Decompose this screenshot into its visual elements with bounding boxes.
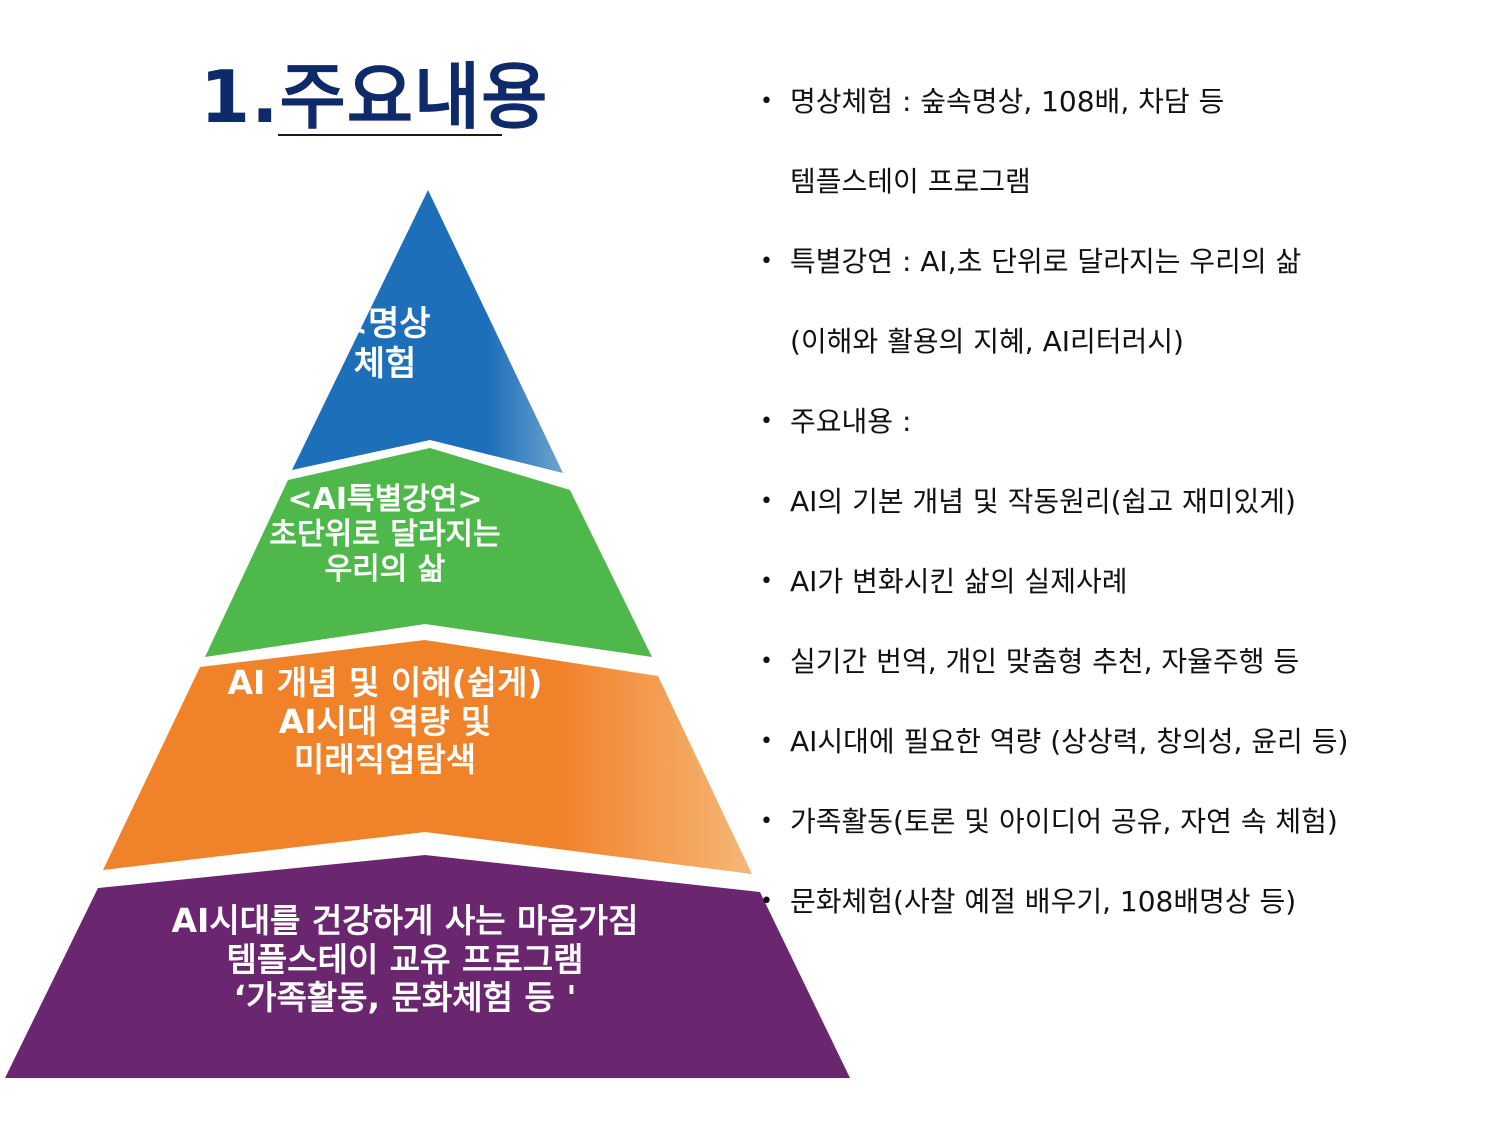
bullet-text: AI시대에 필요한 역량 (상상력, 창의성, 윤리 등): [790, 725, 1349, 758]
tier-1-label: <명상 체험: [290, 304, 480, 385]
bullet-text: 가족활동(토론 및 아이디어 공유, 자연 속 체험): [790, 805, 1338, 838]
bullet-dot-icon: •: [760, 729, 773, 754]
tier-4-line-2: 템플스테이 교유 프로그램: [226, 939, 584, 979]
tier-1-line-1: <명상: [339, 304, 431, 344]
pyramid-tier-4: [5, 855, 850, 1078]
tier-4-label: AI시대를 건강하게 사는 마음가짐 템플스테이 교유 프로그램 ‘가족활동, …: [80, 901, 730, 1018]
bullet-dot-icon: •: [760, 569, 773, 594]
bullet-dot-icon: •: [760, 489, 773, 514]
bullet-text: AI의 기본 개념 및 작동원리(쉽고 재미있게): [790, 485, 1296, 518]
tier-2-line-2: 초단위로 달라지는: [269, 517, 501, 553]
bullet-text: 문화체험(사찰 예절 배우기, 108배명상 등): [790, 885, 1297, 918]
pyramid-tier-2: [205, 448, 652, 657]
bullet-dot-icon: •: [760, 809, 773, 834]
page-title: 1.주요내용: [200, 55, 549, 139]
tier-3-line-1: AI 개념 및 이해(쉽게): [227, 663, 543, 702]
tier-4-line-3: ‘가족활동, 문화체험 등 ': [233, 978, 577, 1018]
bullet-dot-icon: •: [760, 409, 773, 434]
pyramid-tier-3: [103, 640, 752, 874]
tier-2-line-1: <AI특별강연>: [287, 482, 483, 517]
bullet-continuation: •(이해와 활용의 지혜, AI리터러시): [760, 322, 1348, 402]
bullet-item: • AI시대에 필요한 역량 (상상력, 창의성, 윤리 등): [760, 722, 1348, 802]
tier-3-line-3: 미래직업탐색: [293, 740, 477, 780]
bullet-text: 명상체험 : 숲속명상, 108배, 차담 등: [790, 85, 1225, 118]
bullet-item: • AI가 변화시킨 삶의 실제사례: [760, 562, 1348, 642]
title-underline: [278, 134, 502, 136]
bullet-item: • AI의 기본 개념 및 작동원리(쉽고 재미있게): [760, 482, 1348, 562]
bullet-text: AI가 변화시킨 삶의 실제사례: [790, 565, 1128, 598]
bullet-dot-icon: •: [760, 889, 773, 914]
bullet-item: • 문화체험(사찰 예절 배우기, 108배명상 등): [760, 882, 1348, 962]
tier-3-line-2: AI시대 역량 및: [278, 701, 492, 741]
bullet-continuation: •템플스테이 프로그램: [760, 162, 1348, 242]
bullet-item: • 명상체험 : 숲속명상, 108배, 차담 등: [760, 82, 1348, 162]
bullet-text: 특별강연 : AI,초 단위로 달라지는 우리의 삶: [790, 245, 1302, 278]
pyramid-diagram: [5, 190, 850, 1078]
tier-1-line-2: 체험: [353, 343, 417, 384]
pyramid-tier-1: [292, 190, 563, 473]
bullet-item: • 가족활동(토론 및 아이디어 공유, 자연 속 체험): [760, 802, 1348, 882]
bullet-dot-icon: •: [760, 249, 773, 274]
bullet-text: 주요내용 :: [790, 405, 912, 438]
bullet-item: • 실기간 번역, 개인 맞춤형 추천, 자율주행 등: [760, 642, 1348, 722]
tier-2-label: <AI특별강연> 초단위로 달라지는 우리의 삶: [235, 482, 535, 587]
content-bullet-list: •명상체험 : 숲속명상, 108배, 차담 등 •템플스테이 프로그램 •특별…: [760, 82, 1348, 962]
bullet-text: (이해와 활용의 지혜, AI리터러시): [790, 325, 1184, 358]
bullet-item: • 특별강연 : AI,초 단위로 달라지는 우리의 삶: [760, 242, 1348, 322]
bullet-dot-icon: •: [760, 649, 773, 674]
bullet-text: 템플스테이 프로그램: [790, 165, 1031, 198]
tier-4-line-1: AI시대를 건강하게 사는 마음가짐: [171, 901, 639, 940]
tier-3-label: AI 개념 및 이해(쉽게) AI시대 역량 및 미래직업탐색: [185, 663, 585, 780]
bullet-item: • 주요내용 :: [760, 402, 1348, 482]
bullet-dot-icon: •: [760, 89, 773, 114]
tier-2-line-3: 우리의 삶: [324, 552, 446, 588]
bullet-text: 실기간 번역, 개인 맞춤형 추천, 자율주행 등: [790, 645, 1300, 678]
